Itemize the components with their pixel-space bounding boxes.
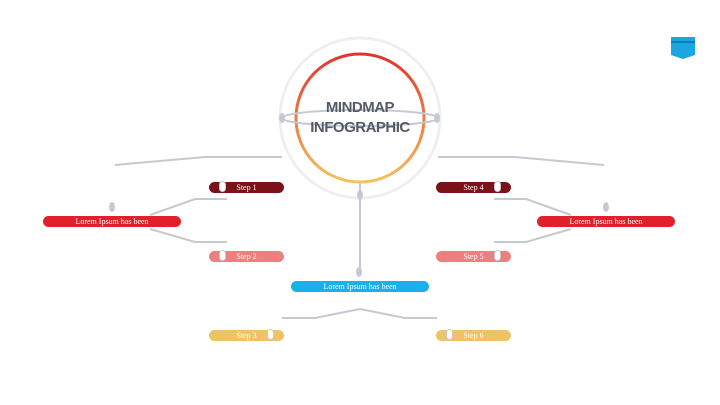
center-branch-pill: Lorem Ipsum has been [291, 281, 429, 292]
center-stem-dot-top [357, 190, 363, 200]
step-6-knob [446, 329, 453, 340]
step-5-label: Step 5 [463, 252, 484, 261]
step-4-pill: Step 4 [436, 181, 511, 193]
title-line-1: MINDMAP [325, 99, 395, 116]
step-1-label: Step 1 [236, 183, 257, 192]
right-branch-pill: Lorem Ipsum has been [537, 216, 675, 227]
left-trunk-line [114, 156, 282, 166]
left-branch-label: Lorem Ipsum has been [75, 217, 149, 226]
left-branch-pill: Lorem Ipsum has been [43, 216, 181, 227]
right-trunk-line [438, 156, 605, 166]
step-2-pill: Step 2 [209, 250, 284, 262]
step-1-pill: Step 1 [209, 181, 284, 193]
step-5-knob [494, 250, 501, 261]
corner-bookmark-icon [671, 37, 695, 59]
center-to-step3-line [282, 308, 361, 319]
center-branch-label: Lorem Ipsum has been [323, 282, 397, 291]
step-3-label: Step 3 [236, 331, 257, 340]
right-branch-label: Lorem Ipsum has been [569, 217, 643, 226]
center-to-step6-line [359, 308, 437, 319]
orbit-dot-right [434, 113, 440, 123]
center-stem-dot-bottom [356, 267, 362, 277]
left-branch-dot [109, 202, 115, 212]
step-1-knob [219, 181, 226, 192]
step-6-label: Step 6 [463, 331, 484, 340]
right-to-step4-line [494, 198, 572, 216]
title-line-2: INFOGRAPHIC [310, 119, 410, 136]
step-4-label: Step 4 [463, 183, 484, 192]
step-4-knob [494, 181, 501, 192]
step-3-pill: Step 3 [209, 329, 284, 341]
right-branch-dot [603, 202, 609, 212]
infographic-title: MINDMAP INFOGRAPHIC [296, 98, 424, 138]
left-to-step2-line [149, 228, 227, 243]
right-to-step5-line [494, 228, 572, 243]
step-5-pill: Step 5 [436, 250, 511, 262]
step-2-label: Step 2 [236, 252, 257, 261]
step-6-pill: Step 6 [436, 329, 511, 341]
orbit-dot-left [279, 113, 285, 123]
step-2-knob [219, 250, 226, 261]
step-3-knob [267, 329, 274, 340]
left-to-step1-line [149, 198, 227, 216]
